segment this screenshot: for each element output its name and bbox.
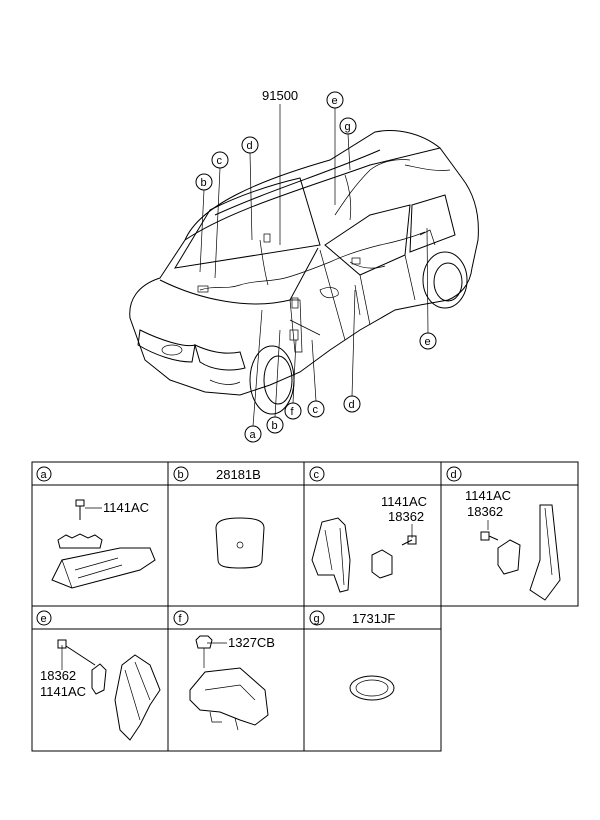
- detail-grid: [31, 461, 579, 752]
- main-part-number: 91500: [262, 88, 298, 103]
- cell-d-letter: d: [451, 469, 457, 481]
- callout-e-right: e: [425, 336, 431, 348]
- cell-b-letter: b: [178, 469, 184, 481]
- callout-b-bottom: b: [272, 420, 278, 432]
- cell-g-letter: g: [314, 613, 320, 625]
- cell-d-part-1: 1141AC: [465, 488, 511, 503]
- cell-e: e 18362 1141AC: [36, 610, 161, 741]
- cell-a-part-1: 1141AC: [103, 500, 149, 515]
- cell-a: a 1141AC: [36, 466, 156, 589]
- cell-c-part-1: 1141AC: [381, 494, 427, 509]
- cell-b: b 28181B: [173, 466, 265, 569]
- callout-d-bottom: d: [349, 399, 355, 411]
- cell-f: f 1327CB: [173, 610, 275, 731]
- cell-e-part-2: 1141AC: [40, 684, 86, 699]
- cell-g-header: 1731JF: [352, 611, 395, 626]
- cell-d: d 1141AC 18362: [446, 466, 561, 601]
- cell-e-letter: e: [41, 613, 47, 625]
- callout-f: f: [291, 406, 295, 418]
- cell-a-letter: a: [41, 469, 48, 481]
- callout-g: g: [345, 121, 351, 133]
- callout-c-top: c: [217, 155, 223, 167]
- cell-d-part-2: 18362: [467, 504, 503, 519]
- callout-d-top: d: [247, 140, 253, 152]
- callout-e-top: e: [332, 95, 338, 107]
- callout-bubbles: e g d c b e d c f b: [195, 91, 437, 443]
- callout-a-bottom: a: [250, 429, 257, 441]
- callout-c-bottom: c: [313, 404, 319, 416]
- cell-b-header: 28181B: [216, 467, 261, 482]
- cell-c-part-2: 18362: [388, 509, 424, 524]
- cell-c-letter: c: [314, 469, 320, 481]
- callout-b-top: b: [201, 177, 207, 189]
- car-illustration: [129, 130, 479, 415]
- cell-f-part-1: 1327CB: [228, 635, 275, 650]
- cell-c: c 1141AC 18362: [309, 466, 427, 593]
- cell-g: g 1731JF: [309, 610, 395, 701]
- cell-f-letter: f: [179, 613, 183, 625]
- cell-e-part-1: 18362: [40, 668, 76, 683]
